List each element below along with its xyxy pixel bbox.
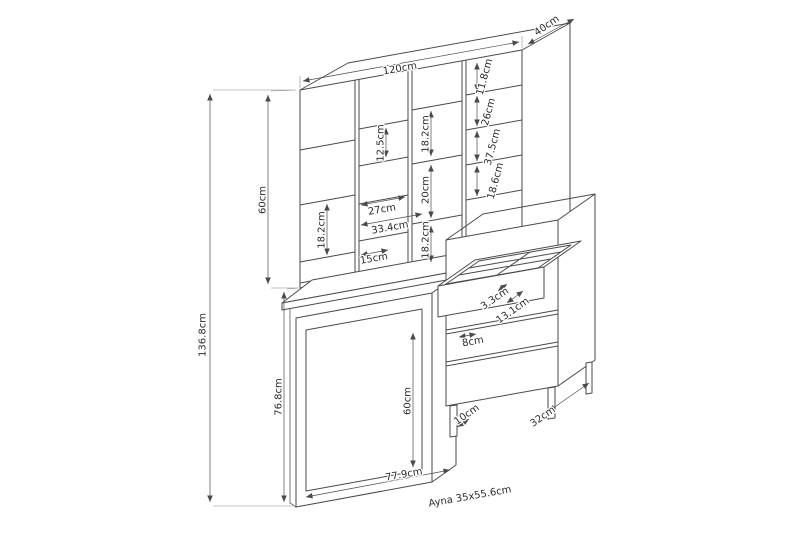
dim-line-drawer-slot-a <box>497 283 508 292</box>
extension-lines <box>213 36 523 507</box>
desk-left-frame <box>289 309 297 508</box>
dim-door-height: 60cm <box>403 387 414 415</box>
dim-drawer-slot-width: 8cm <box>461 335 484 350</box>
dimension-lines <box>207 18 590 502</box>
drawer-rim-inner <box>445 244 572 285</box>
hutch-dividers <box>354 60 467 278</box>
dim-line-leg-height <box>456 418 470 428</box>
dim-line-shelf-width-c <box>360 248 389 257</box>
drawer-front-gaps <box>445 309 559 367</box>
mirror-size-note: Ayna 35x55.6cm <box>428 484 513 509</box>
drawer-dividers <box>458 251 562 276</box>
dim-lower-section-height: 76.8cm <box>274 378 285 416</box>
dim-col3-mid: 20cm <box>421 176 432 204</box>
dim-overall-height: 136.8cm <box>198 313 209 357</box>
dim-line-overall-width <box>302 40 520 83</box>
dim-line-shelf-width-a <box>360 195 406 207</box>
dim-line-drawer-slot-b <box>506 290 524 304</box>
dim-left-shelf: 18.2cm <box>317 211 328 249</box>
dim-col3-lower: 18.2cm <box>421 221 432 259</box>
dim-line-desk-width <box>305 468 451 499</box>
dim-line-drawer-slot-width <box>458 332 477 339</box>
dim-hutch-height: 60cm <box>258 186 269 214</box>
dim-line-shelf-width-b <box>360 212 423 227</box>
dim-line-overall-depth <box>527 18 575 45</box>
dim-col3-upper: 18.2cm <box>421 115 432 153</box>
dim-line-unit-depth <box>548 382 590 412</box>
open-drawer <box>437 240 582 318</box>
dim-mid-shelf-height: 12.5cm <box>376 124 387 162</box>
